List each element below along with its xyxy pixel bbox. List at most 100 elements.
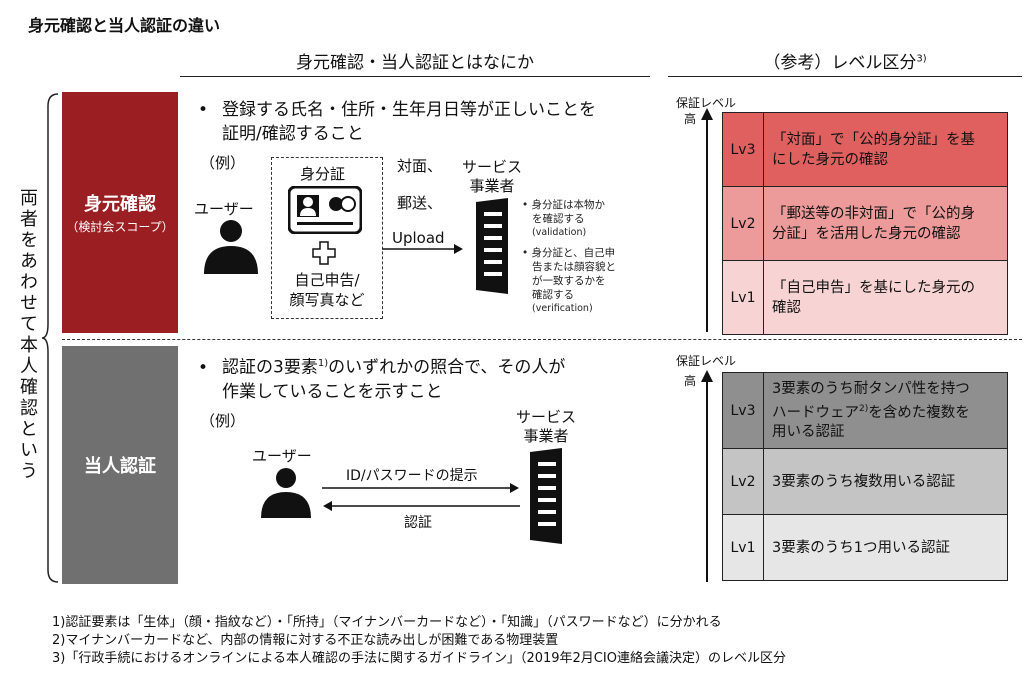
auth-level-text: 3要素のうち複数用いる認証 <box>763 448 1008 515</box>
level-text-part: を含めた複数を <box>868 404 970 421</box>
verification-note-line5: (verification) <box>532 303 593 314</box>
auth-bullet-part-b: のいずれかの照合で、その人が <box>328 357 566 378</box>
auth-axis-high: 高 <box>684 374 697 388</box>
channel-face: 対面、 <box>397 157 443 175</box>
level-text-line2: 確認 <box>772 299 801 316</box>
id-document-box <box>271 157 383 319</box>
identity-level-id: Lv2 <box>722 186 764 261</box>
identity-sublabel: （検討会スコープ） <box>66 220 174 234</box>
verification-note-line2: 告または顔容貌と <box>532 261 616 273</box>
auth-level-table: Lv3 3要素のうち耐タンパ性を持つ ハードウェア2)を含めた複数を 用いる認証… <box>722 372 1008 581</box>
identity-axis-label: 保証レベル <box>676 96 737 110</box>
auth-bullet: •認証の3要素1)のいずれかの照合で、その人が 作業していることを示すこと <box>198 357 566 402</box>
identity-level-row: Lv1 「自己申告」を基にした身元の確認 <box>722 260 1008 335</box>
auth-level-row: Lv3 3要素のうち耐タンパ性を持つ ハードウェア2)を含めた複数を 用いる認証 <box>722 372 1008 449</box>
main-column-header: 身元確認・当人認証とはなにか <box>296 53 534 73</box>
level-text-line2: ハードウェア2)を含めた複数を <box>772 399 999 423</box>
level-arrow-up-icon <box>701 370 713 582</box>
ref-header-sup: 3) <box>916 53 927 65</box>
auth-user-label: ユーザー <box>252 447 312 465</box>
auth-axis-label: 保証レベル <box>676 354 737 368</box>
page-title: 身元確認と当人認証の違い <box>28 16 221 35</box>
verification-note: • 身分証と、自己申 告または顔容貌と が一致するかを 確認する (verifi… <box>522 246 662 316</box>
auth-level-id: Lv1 <box>722 514 764 581</box>
ref-header-text: （参考）レベル区分 <box>763 53 917 73</box>
footnote-2: 2)マイナンバーカードなど、内部の情報に対する不正な読み出しが困難である物理装置 <box>52 633 559 648</box>
server-icon <box>476 198 508 294</box>
identity-level-id: Lv3 <box>722 112 764 187</box>
verification-note-line1: 身分証と、自己申 <box>531 247 616 259</box>
auth-level-id: Lv2 <box>722 448 764 515</box>
identity-label: 身元確認 <box>84 194 156 215</box>
level-text-line1: 「郵送等の非対面」で「公的身 <box>772 205 975 222</box>
level-text-line1: 「自己申告」を基にした身元の <box>772 279 975 296</box>
identity-provider-line1: サービス <box>461 158 522 176</box>
auth-example-label: （例） <box>200 412 246 430</box>
auth-bullet-sup: 1) <box>317 358 329 369</box>
identity-bullet-line1: 登録する氏名・住所・生年月日等が正しいことを <box>222 100 596 120</box>
validation-note: • 身分証は本物か を確認する (validation) <box>522 198 662 240</box>
ref-header-rule <box>668 76 1022 77</box>
auth-bullet-part-a: 認証の3要素 <box>222 357 318 378</box>
id-card-label: 身分証 <box>300 165 346 183</box>
id-card-icon <box>288 186 362 234</box>
identity-axis-high: 高 <box>684 112 697 126</box>
auth-provider-line1: サービス <box>515 408 576 426</box>
level-arrow-up-icon <box>701 108 713 332</box>
curly-brace <box>41 93 59 583</box>
level-text-line2: 分証」を活用した身元の確認 <box>772 225 961 242</box>
auth-bullet-line2: 作業していることを示すこと <box>222 381 443 402</box>
arrow-left-icon <box>323 501 520 511</box>
level-text-line1: 3要素のうち耐タンパ性を持つ <box>772 380 970 397</box>
verification-note-line3: が一致するかを <box>532 275 606 287</box>
level-text-line1: 「対面」で「公的身分証」を基 <box>772 131 975 148</box>
auth-level-text: 3要素のうち耐タンパ性を持つ ハードウェア2)を含めた複数を 用いる認証 <box>763 372 1008 449</box>
channel-upload: Upload <box>392 229 445 247</box>
auth-level-text: 3要素のうち1つ用いる認証 <box>763 514 1008 581</box>
identity-level-row: Lv2 「郵送等の非対面」で「公的身分証」を活用した身元の確認 <box>722 186 1008 261</box>
self-report-line2: 顔写真など <box>289 291 365 309</box>
user-icon <box>261 468 311 518</box>
validation-note-line3: (validation) <box>532 227 587 238</box>
level-text-part: ハードウェア <box>772 404 859 421</box>
sidebar-label: 両者をあわせて本人確認という <box>17 188 38 482</box>
identity-label-box: 身元確認 （検討会スコープ） <box>62 92 178 333</box>
identity-bullet-line2: 証明/確認すること <box>222 124 364 144</box>
identity-level-text: 「郵送等の非対面」で「公的身分証」を活用した身元の確認 <box>763 186 1008 261</box>
level-text-line2: にした身元の確認 <box>772 151 888 168</box>
footnote-3: 3)「行政手続におけるオンラインによる本人確認の手法に関するガイドライン」（20… <box>52 651 786 666</box>
identity-example-label: （例） <box>200 154 246 172</box>
auth-provider-label: サービス 事業者 <box>514 408 578 446</box>
auth-arrow-label: 認証 <box>404 515 432 531</box>
plus-icon <box>312 241 336 265</box>
identity-level-text: 「自己申告」を基にした身元の確認 <box>763 260 1008 335</box>
level-text-line3: 用いる認証 <box>772 424 845 441</box>
identity-level-table: Lv3 「対面」で「公的身分証」を基にした身元の確認 Lv2 「郵送等の非対面」… <box>722 112 1008 335</box>
identity-level-id: Lv1 <box>722 260 764 335</box>
self-report-label: 自己申告/ 顔写真など <box>282 270 372 310</box>
auth-level-row: Lv2 3要素のうち複数用いる認証 <box>722 448 1008 515</box>
identity-user-label: ユーザー <box>194 200 254 218</box>
identity-provider-line2: 事業者 <box>469 177 515 195</box>
main-header-rule <box>180 76 650 77</box>
auth-label: 当人認証 <box>84 456 156 477</box>
server-icon <box>530 448 562 544</box>
identity-bullet: •登録する氏名・住所・生年月日等が正しいことを 証明/確認すること <box>198 100 596 144</box>
credential-arrow-label: ID/パスワードの提示 <box>346 468 478 484</box>
auth-label-box: 当人認証 <box>62 346 178 584</box>
arrow-right-icon <box>382 244 463 254</box>
validation-note-line2: を確認する <box>532 213 585 225</box>
auth-level-row: Lv1 3要素のうち1つ用いる認証 <box>722 514 1008 581</box>
user-icon <box>204 220 258 274</box>
arrow-right-icon <box>322 483 519 493</box>
auth-provider-line2: 事業者 <box>523 427 569 445</box>
auth-level-id: Lv3 <box>722 372 764 449</box>
section-divider <box>62 339 1022 340</box>
footnote-1: 1)認証要素は「生体」（顔・指紋など）・「所持」（マイナンバーカードなど）・「知… <box>52 615 722 630</box>
level-text-sup: 2) <box>859 403 869 414</box>
self-report-line1: 自己申告/ <box>294 271 360 289</box>
identity-level-row: Lv3 「対面」で「公的身分証」を基にした身元の確認 <box>722 112 1008 187</box>
validation-note-line1: 身分証は本物か <box>531 199 606 211</box>
identity-provider-label: サービス 事業者 <box>460 158 524 196</box>
ref-column-header: （参考）レベル区分3) <box>668 48 1022 73</box>
